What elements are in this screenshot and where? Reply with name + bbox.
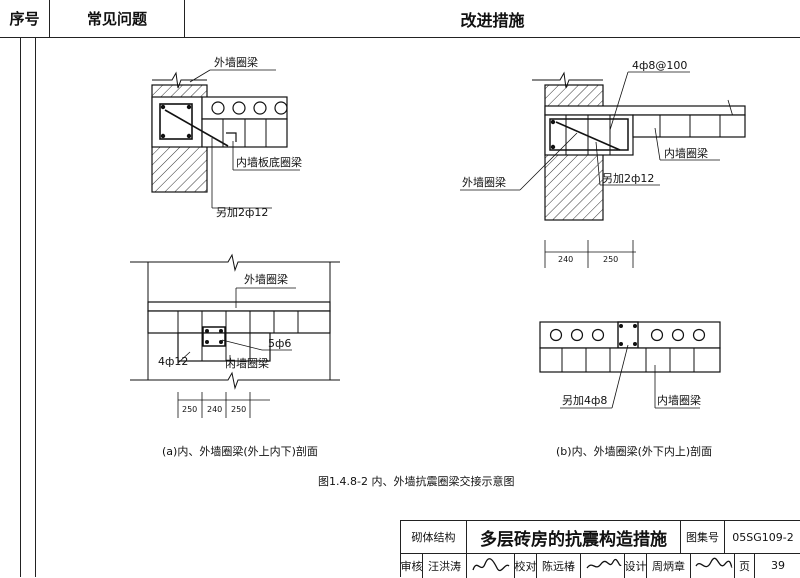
label-extra-4phi8: 另加4ф8 [562, 394, 607, 407]
extra-rebar [164, 109, 229, 147]
stirrup [159, 103, 193, 140]
check-name: 陈远椿 [537, 553, 581, 578]
caption-a: (a)内、外墙圈梁(外上内下)剖面 [162, 444, 318, 458]
column-divider [20, 38, 21, 577]
dim-240: 240 [558, 255, 573, 264]
diagram-a: 外墙圈梁 5ф6 4ф12 内墙圈梁 250 240 250 (a)内、外墙圈梁… [130, 253, 340, 458]
review-name: 汪洪涛 [423, 553, 467, 578]
header-col-number: 序号 [0, 0, 50, 38]
label-outer-beam: 外墙圈梁 [214, 55, 258, 69]
page-label: 页 [735, 553, 755, 578]
page-number: 39 [771, 559, 785, 572]
outer-ring-beam [147, 310, 331, 334]
label-extra-bar: 另加2ф12 [602, 172, 654, 185]
label-outer-beam: 外墙圈梁 [462, 175, 506, 189]
figure-caption: 图1.4.8-2 内、外墙抗震圈梁交接示意图 [318, 474, 514, 488]
category-cell: 砌体结构 [401, 521, 467, 553]
caption-b: (b)内、外墙圈梁(外下内上)剖面 [556, 444, 712, 458]
check-signature [581, 553, 625, 578]
extra-rebar [555, 121, 621, 151]
break-line [152, 71, 207, 89]
label-inner-beam: 内墙圈梁 [664, 146, 708, 160]
label-inner-beam: 内墙圈梁 [657, 393, 701, 407]
label-inner-beam: 内墙圈梁 [225, 356, 269, 370]
check-label: 校对 [515, 553, 537, 578]
title-block: 砌体结构 多层砖房的抗震构造措施 图集号 05SG109-2 审核 汪洪涛 校对… [400, 520, 800, 578]
header-col-problem: 常见问题 [50, 0, 185, 38]
diagram-top-right: 4ф8@100 内墙圈梁 外墙圈梁 另加2ф12 240 250 [460, 59, 746, 268]
design-signature [691, 553, 735, 578]
review-label: 审核 [401, 553, 423, 578]
slab-top [544, 105, 746, 116]
header-col-measure: 改进措施 [185, 0, 800, 38]
slab [147, 301, 331, 312]
sheet-title: 多层砖房的抗震构造措施 [467, 521, 681, 553]
inner-ring-beam [177, 332, 271, 362]
design-name: 周炳章 [647, 553, 691, 578]
label-stirrup: 4ф8@100 [632, 59, 687, 72]
review-signature [467, 553, 515, 578]
diagram-b: 另加4ф8 内墙圈梁 (b)内、外墙圈梁(外下内上)剖面 [539, 321, 721, 458]
inner-ring-beam [539, 347, 721, 373]
title-block-row-2: 审核 汪洪涛 校对 陈远椿 设计 周炳章 页 39 [401, 553, 800, 578]
label-outer-beam: 外墙圈梁 [244, 272, 288, 286]
break-line [532, 71, 603, 89]
dim-250: 250 [603, 255, 618, 264]
dim-240: 240 [207, 405, 222, 414]
label-extra-bar: 另加2ф12 [216, 206, 268, 219]
diagram-top-left: 外墙圈梁 内墙板底圈梁 另加2ф12 [151, 55, 302, 219]
label-4phi12: 4ф12 [158, 355, 188, 368]
title-block-row-1: 砌体结构 多层砖房的抗震构造措施 图集号 05SG109-2 [401, 521, 800, 554]
atlas-number: 05SG109-2 [732, 530, 794, 544]
atlas-label: 图集号 [681, 521, 725, 553]
dim-250-left: 250 [182, 405, 197, 414]
label-5phi6: 5ф6 [268, 337, 291, 350]
inner-ring-beam [632, 114, 746, 138]
column-divider [35, 38, 36, 577]
label-inner-slab-beam: 内墙板底圈梁 [236, 155, 302, 169]
outer-ring-beam [544, 114, 634, 156]
dim-250-right: 250 [231, 405, 246, 414]
design-label: 设计 [625, 553, 647, 578]
